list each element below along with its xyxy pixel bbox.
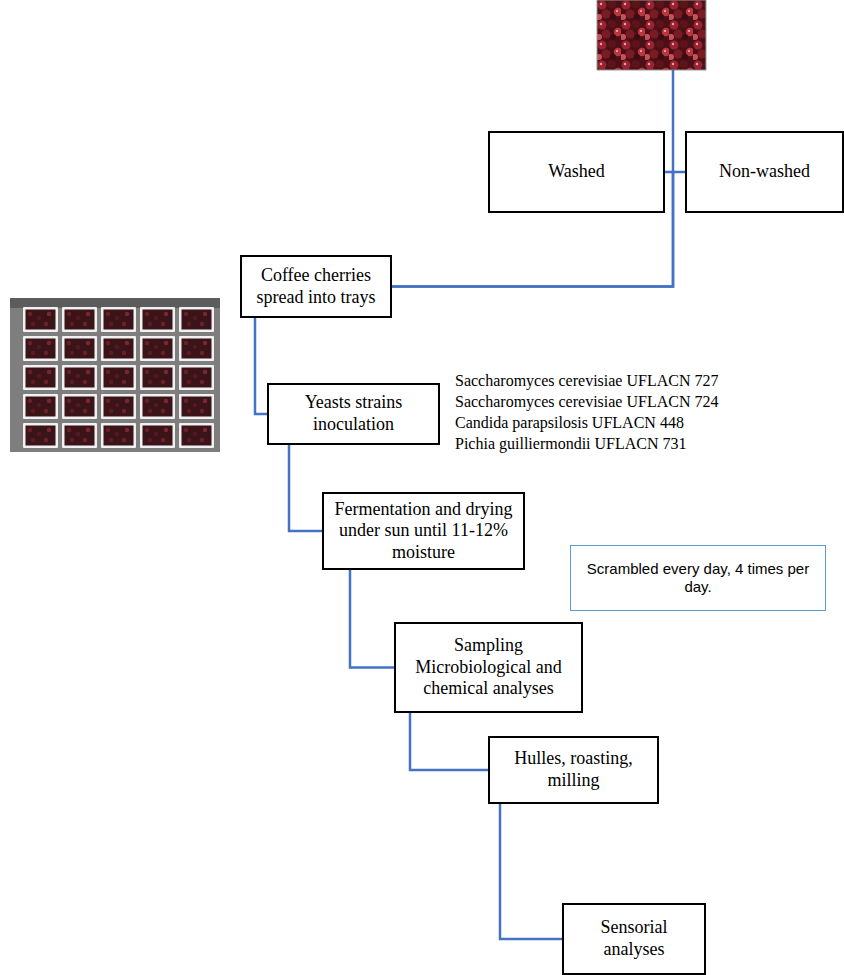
box-text: Sensorial analyses — [571, 917, 697, 960]
box-text: Scrambled every day, 4 times per day. — [581, 560, 815, 596]
process-box: Yeasts strains inoculation — [267, 383, 440, 445]
strain-label: Saccharomyces cerevisiae UFLACN 727 — [455, 371, 718, 390]
process-box: Fermentation and drying under sun until … — [322, 492, 525, 570]
process-box: Washed — [488, 131, 665, 213]
box-text: Sampling — [454, 635, 523, 657]
box-text: Yeasts strains inoculation — [276, 392, 431, 435]
cherries-photo — [597, 0, 706, 70]
strain-label: Pichia guilliermondii UFLACN 731 — [455, 434, 687, 453]
process-box: Sensorial analyses — [562, 903, 706, 975]
box-text: Non-washed — [719, 161, 810, 183]
box-text: Hulles, roasting, milling — [497, 748, 650, 791]
box-subtext: Microbiological and chemical analyses — [403, 657, 574, 700]
connector-line — [289, 445, 322, 531]
connector-line — [410, 713, 488, 770]
note-box: Scrambled every day, 4 times per day. — [570, 545, 826, 611]
strain-label: Saccharomyces cerevisiae UFLACN 724 — [455, 392, 718, 411]
connector-line — [350, 570, 394, 668]
box-text: Coffee cherries spread into trays — [249, 265, 383, 308]
box-text: Fermentation and drying under sun until … — [331, 499, 516, 564]
process-box: SamplingMicrobiological and chemical ana… — [394, 622, 583, 713]
trays-photo — [10, 298, 220, 452]
connector-line — [500, 804, 562, 939]
box-text: Washed — [548, 161, 605, 183]
process-box: Coffee cherries spread into trays — [240, 255, 392, 318]
connector-line — [255, 318, 267, 414]
strain-label: Candida parapsilosis UFLACN 448 — [455, 413, 684, 432]
process-box: Hulles, roasting, milling — [488, 736, 659, 804]
process-box: Non-washed — [685, 131, 844, 213]
photo-stem-line — [672, 70, 675, 173]
